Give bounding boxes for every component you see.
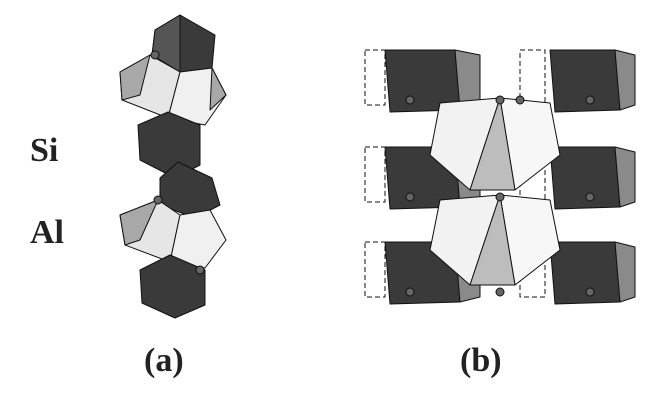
- si-label: Si: [30, 132, 59, 169]
- si-octahedron: [139, 254, 206, 319]
- panel-a-chain: [119, 14, 227, 319]
- oxygen-atom: [585, 192, 595, 202]
- panel-b-caption: (b): [460, 342, 502, 379]
- dashed-cell-edge: [519, 49, 546, 106]
- dashed-cell-edge: [364, 146, 386, 203]
- al-label: Al: [30, 214, 64, 251]
- oxygen-atom: [495, 287, 505, 297]
- al-tetrahedron-face: [469, 97, 516, 191]
- si-octahedron-face: [614, 146, 636, 208]
- oxygen-atom: [405, 287, 415, 297]
- oxygen-atom: [405, 95, 415, 105]
- panel-a-caption: (a): [144, 342, 184, 379]
- oxygen-atom: [495, 95, 505, 105]
- oxygen-atom: [150, 50, 160, 60]
- oxygen-atom: [153, 195, 163, 205]
- oxygen-atom: [585, 287, 595, 297]
- al-tetrahedron-face: [119, 54, 151, 101]
- oxygen-atom: [195, 265, 205, 275]
- oxygen-atom: [405, 192, 415, 202]
- si-octahedron: [549, 146, 621, 210]
- dashed-cell-edge: [364, 49, 386, 106]
- al-tetrahedron: [169, 209, 227, 269]
- oxygen-atom: [585, 95, 595, 105]
- dashed-cell-edge: [364, 241, 386, 298]
- al-tetrahedron-face: [119, 199, 159, 246]
- si-octahedron-face: [614, 241, 636, 303]
- si-octahedron: [549, 241, 621, 305]
- panel-b-framework: [364, 49, 636, 305]
- oxygen-atom: [515, 95, 525, 105]
- al-tetrahedron-face: [469, 194, 516, 286]
- oxygen-atom: [495, 192, 505, 202]
- si-octahedron: [549, 49, 621, 113]
- al-tetrahedron-face: [209, 67, 227, 111]
- si-octahedron-face: [614, 49, 636, 111]
